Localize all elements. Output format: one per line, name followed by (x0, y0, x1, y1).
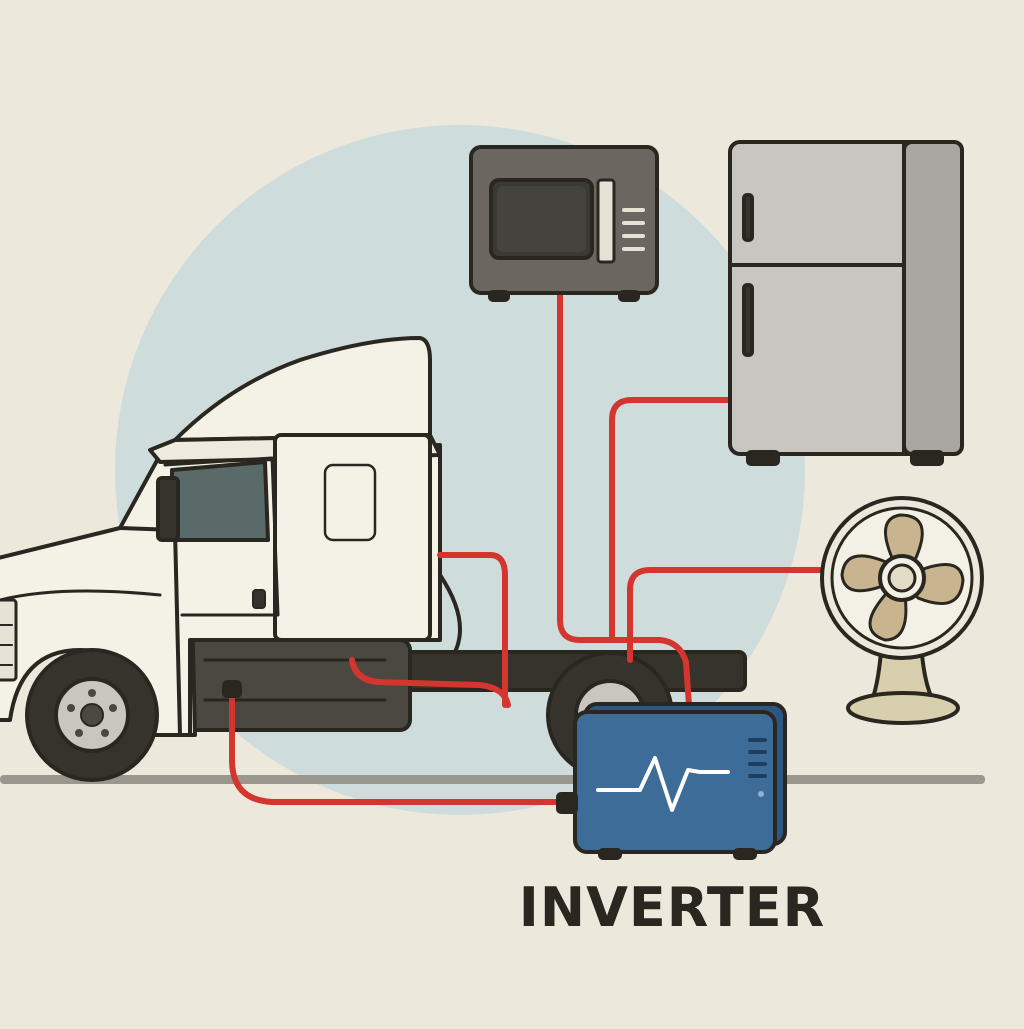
inverter-icon (556, 702, 787, 860)
truck-sleeper-window (323, 463, 377, 542)
truck-front-wheel (25, 648, 159, 782)
truck-roof-fairing (173, 336, 432, 442)
cable-truck-side (437, 552, 508, 708)
cable-fridge (609, 397, 731, 643)
cable-battery-inverter (229, 685, 565, 805)
power-cables (229, 289, 823, 805)
truck-door-handle (252, 589, 266, 609)
ground-line (0, 775, 985, 784)
refrigerator-icon (728, 140, 964, 466)
truck-fuel-tank (183, 638, 412, 732)
truck-mirror (156, 476, 180, 542)
inverter-waveform (596, 756, 730, 812)
cable-fan (627, 567, 823, 663)
microwave-icon (469, 145, 659, 302)
cable-truck-chassis (349, 657, 511, 708)
fan-icon (820, 496, 984, 725)
semi-truck-icon (0, 336, 747, 782)
battery-terminal (222, 680, 242, 698)
cable-microwave (557, 289, 693, 723)
truck-window (170, 460, 270, 542)
